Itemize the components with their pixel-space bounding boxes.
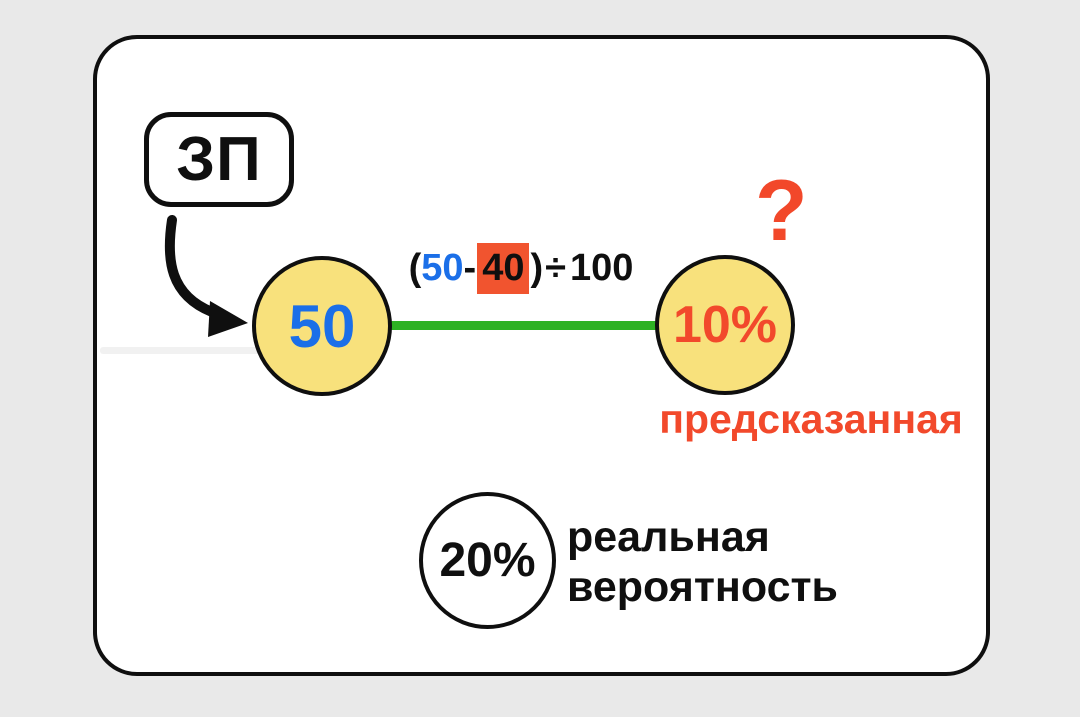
real-probability-node: 20% bbox=[419, 492, 556, 629]
watermark-smudge bbox=[100, 347, 332, 354]
formula-divide-sign: ÷ bbox=[545, 246, 566, 289]
real-probability-caption: реальная вероятность bbox=[567, 512, 838, 613]
formula: (50-40)÷100 bbox=[383, 240, 659, 296]
formula-divisor: 100 bbox=[569, 246, 634, 289]
real-caption-line1: реальная bbox=[567, 513, 770, 561]
predicted-caption: предсказанная bbox=[659, 396, 963, 442]
formula-close-paren: ) bbox=[530, 246, 544, 289]
salary-value: 50 bbox=[288, 292, 356, 360]
formula-minuend: 50 bbox=[421, 246, 464, 289]
real-probability-value: 20% bbox=[439, 534, 536, 587]
salary-label-box: ЗП bbox=[144, 112, 294, 207]
formula-minus-sign: - bbox=[463, 246, 477, 289]
formula-open-paren: ( bbox=[408, 246, 422, 289]
salary-label: ЗП bbox=[176, 125, 262, 194]
predicted-probability-node: 10% bbox=[655, 255, 795, 395]
formula-subtrahend-highlighted: 40 bbox=[477, 242, 530, 294]
predicted-probability-value: 10% bbox=[672, 296, 778, 354]
question-mark: ? bbox=[755, 163, 808, 259]
connector-line bbox=[390, 321, 658, 330]
real-caption-line2: вероятность bbox=[567, 563, 838, 612]
salary-node: 50 bbox=[252, 256, 392, 396]
curved-arrow-icon bbox=[164, 215, 248, 337]
